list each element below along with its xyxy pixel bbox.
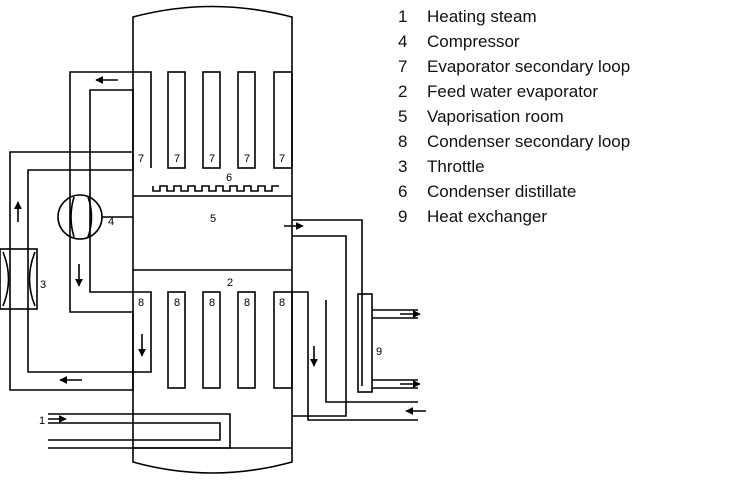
legend-number: 7 (398, 57, 408, 76)
evaporator-loop-outer (9, 71, 152, 391)
throttle-body (0, 248, 38, 310)
label-heating-steam: 1 (39, 415, 45, 427)
label-evaporator-tube-b: 7 (174, 153, 180, 165)
legend-label: Condenser distillate (427, 182, 577, 201)
label-condenser-tube-e: 8 (279, 297, 285, 309)
legend-item: 8 Condenser secondary loop (398, 129, 738, 154)
legend-number: 2 (398, 82, 408, 101)
legend-number: 8 (398, 132, 408, 151)
legend: 1 Heating steam 4 Compressor 7 Evaporator s… (398, 4, 738, 229)
evaporator-loop-inner (27, 89, 152, 373)
legend-item: 2 Feed water evaporator (398, 79, 738, 104)
throttle-curve-left (2, 251, 10, 307)
condenser-tube-3 (237, 291, 256, 389)
label-heat-exchanger: 9 (376, 346, 382, 358)
condenser-tube-2 (202, 291, 221, 389)
compressor-vane-left (70, 196, 75, 238)
label-evaporator-tube-e: 7 (279, 153, 285, 165)
label-evaporator-tube-d: 7 (244, 153, 250, 165)
distillate-outlet-pipe (292, 219, 363, 417)
compressor-vane-right (87, 196, 93, 238)
evaporator-tube-2 (202, 71, 221, 169)
vessel-outline (132, 5, 293, 474)
legend-number: 1 (398, 7, 408, 26)
legend-label: Heat exchanger (427, 207, 548, 226)
heating-steam-pipe (48, 413, 231, 449)
legend-label: Feed water evaporator (427, 82, 599, 101)
legend-item: 6 Condenser distillate (398, 179, 738, 204)
label-condenser-tube-c: 8 (209, 297, 215, 309)
legend-label: Condenser secondary loop (427, 132, 631, 151)
condenser-tube-4 (273, 291, 293, 389)
label-throttle: 3 (40, 279, 46, 291)
legend-number: 4 (398, 32, 408, 51)
label-evaporator-tube-a: 7 (138, 153, 144, 165)
heat-exchanger-body (357, 293, 373, 393)
evaporator-tube-4 (273, 71, 293, 169)
label-condenser-tube-d: 8 (244, 297, 250, 309)
legend-number: 9 (398, 207, 408, 226)
legend-number: 5 (398, 107, 408, 126)
legend-label: Throttle (427, 157, 485, 176)
heat-exchanger-pipes (372, 309, 418, 389)
legend-label: Vaporisation room (427, 107, 564, 126)
legend-label: Evaporator secondary loop (427, 57, 631, 76)
label-condenser-tube-a: 8 (138, 297, 144, 309)
condenser-tube-1 (167, 291, 186, 389)
label-vaporisation-room: 5 (210, 213, 216, 225)
feed-water-pipe (292, 291, 418, 421)
label-condenser-tube-b: 8 (174, 297, 180, 309)
label-evaporator-tube-c: 7 (209, 153, 215, 165)
throttle-curve-right (28, 251, 36, 307)
evaporator-tube-1 (167, 71, 186, 169)
evaporator-tube-3 (237, 71, 256, 169)
compressor-body (57, 194, 103, 240)
legend-label: Heating steam (427, 7, 537, 26)
legend-item: 1 Heating steam (398, 4, 738, 29)
legend-item: 4 Compressor (398, 29, 738, 54)
legend-item: 5 Vaporisation room (398, 104, 738, 129)
label-compressor: 4 (108, 216, 114, 228)
label-feed-water-evaporator: 2 (227, 277, 233, 289)
legend-item: 7 Evaporator secondary loop (398, 54, 738, 79)
legend-item: 3 Throttle (398, 154, 738, 179)
label-condenser-distillate: 6 (226, 172, 232, 184)
legend-number: 3 (398, 157, 408, 176)
condenser-distillate-comb (152, 185, 279, 192)
legend-label: Compressor (427, 32, 520, 51)
legend-item: 9 Heat exchanger (398, 204, 738, 229)
legend-number: 6 (398, 182, 408, 201)
